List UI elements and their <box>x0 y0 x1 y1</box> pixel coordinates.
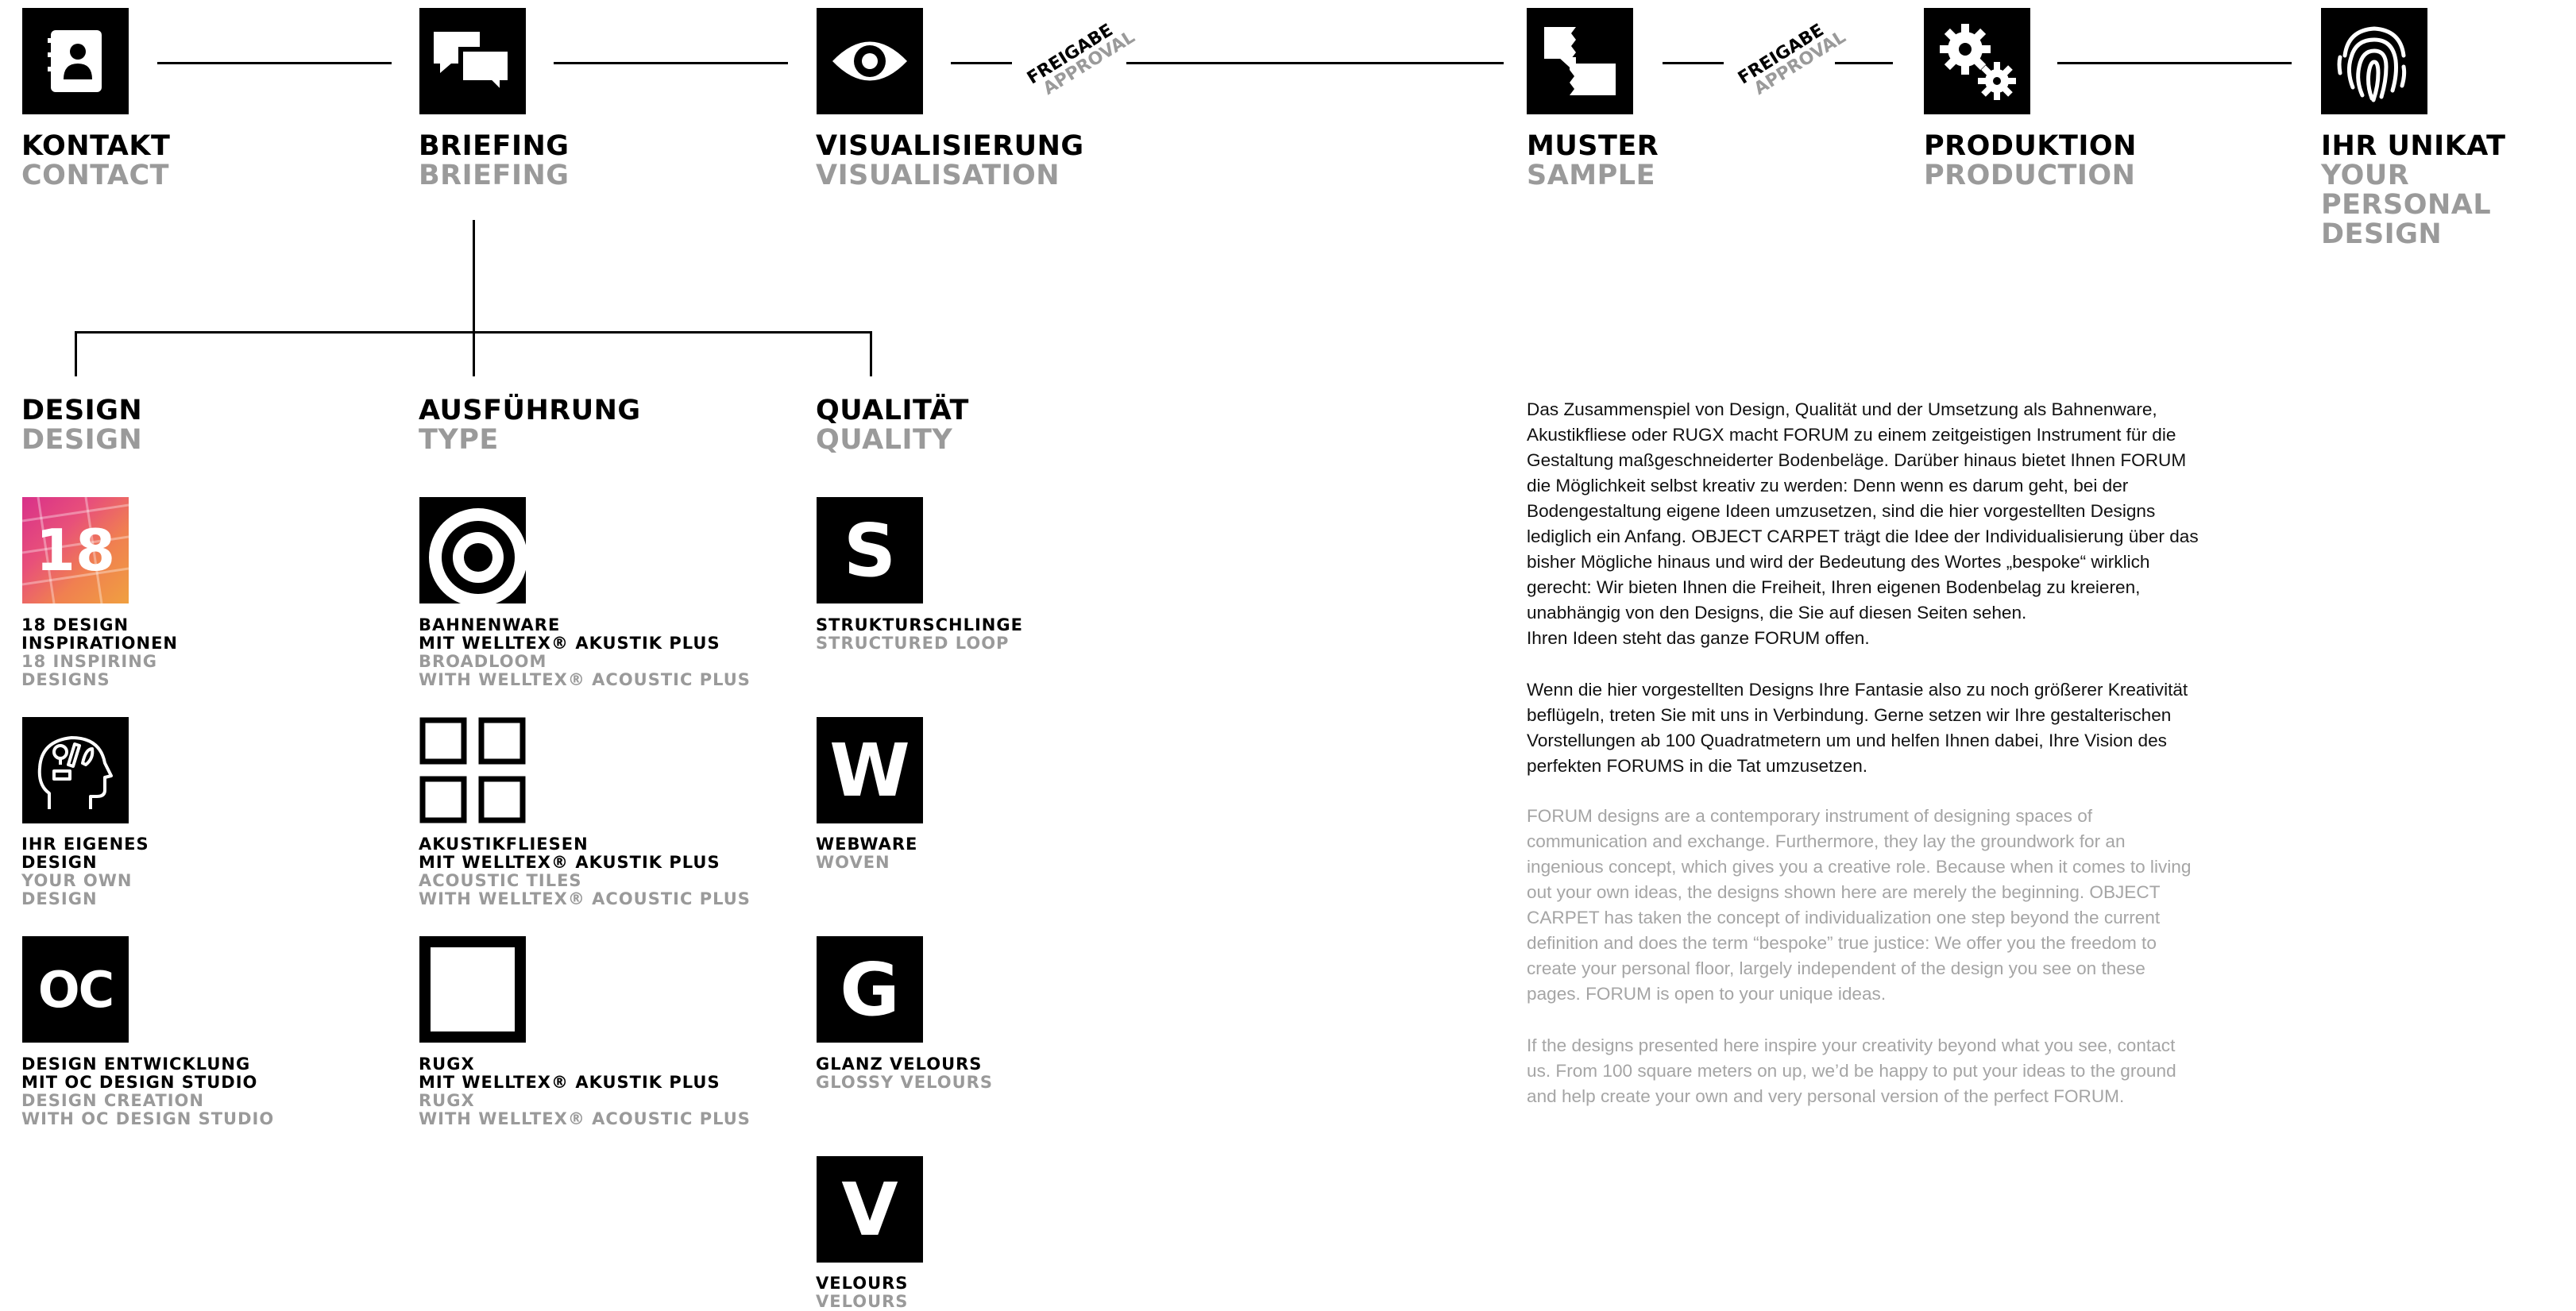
type-item-rugx: RUGX MIT WELLTEX® AKUSTIK PLUS RUGX WITH… <box>419 1055 751 1128</box>
eye-icon <box>817 8 923 114</box>
quality-item-structured-loop: STRUKTURSCHLINGE STRUCTURED LOOP <box>816 615 1023 653</box>
contact-paragraph-de: Wenn die hier vorgestellten Designs Ihre… <box>1527 680 2188 776</box>
fingerprint-icon <box>2321 8 2427 114</box>
connector-line <box>951 62 1012 64</box>
quality-item-woven: WEBWARE WOVEN <box>816 835 918 872</box>
type-item-broadloom: BAHNENWARE MIT WELLTEX® AKUSTIK PLUS BRO… <box>419 615 751 689</box>
tree-connector <box>473 220 475 376</box>
approval-stamp: FREIGABE APPROVAL <box>1023 20 1139 99</box>
quality-item-glossy-velours: GLANZ VELOURS GLOSSY VELOURS <box>816 1055 993 1092</box>
step-personal-design-title: IHR UNIKAT YOUR PERSONAL DESIGN <box>2321 130 2506 250</box>
speech-bubbles-icon <box>419 8 526 114</box>
tree-connector <box>870 331 872 376</box>
letter-s-icon: S <box>817 497 923 603</box>
rug-icon <box>419 936 526 1043</box>
intro-paragraph-en: FORUM designs are a contemporary instrum… <box>1527 806 2192 1004</box>
connector-line <box>157 62 392 64</box>
gears-icon <box>1924 8 2030 114</box>
letter-w-icon: W <box>817 717 923 823</box>
contact-paragraph-en: If the designs presented here inspire yo… <box>1527 1035 2176 1106</box>
letter-v-icon: V <box>817 1156 923 1263</box>
broadloom-roll-icon <box>419 497 526 603</box>
connector-line <box>2057 62 2292 64</box>
connector-line <box>1126 62 1504 64</box>
connector-line <box>1663 62 1724 64</box>
step-production-title: PRODUKTION PRODUCTION <box>1924 130 2137 191</box>
oc-logo-icon: OC <box>22 936 129 1043</box>
contact-book-icon <box>22 8 129 114</box>
category-design-title: DESIGN DESIGN <box>21 395 143 456</box>
type-item-tiles: AKUSTIKFLIESEN MIT WELLTEX® AKUSTIK PLUS… <box>419 835 751 908</box>
inspirations-count-badge: 18 <box>35 517 116 584</box>
tree-connector <box>75 331 77 376</box>
step-visualisation-title: VISUALISIERUNG VISUALISATION <box>816 130 1084 191</box>
approval-stamp: FREIGABE APPROVAL <box>1734 20 1850 99</box>
creative-head-icon <box>22 717 129 823</box>
design-item-own-design: IHR EIGENES DESIGN YOUR OWN DESIGN <box>21 835 149 908</box>
intro-paragraph-de: Das Zusammenspiel von Design, Qualität u… <box>1527 399 2199 648</box>
quality-item-velours: VELOURS VELOURS <box>816 1274 909 1311</box>
step-sample-title: MUSTER SAMPLE <box>1527 130 1659 191</box>
tiles-icon <box>419 717 526 823</box>
category-type-title: AUSFÜHRUNG TYPE <box>419 395 641 456</box>
connector-line <box>554 62 788 64</box>
category-quality-title: QUALITÄT QUALITY <box>816 395 969 456</box>
inspirations-18-icon: 18 <box>22 497 129 603</box>
step-contact-title: KONTAKT CONTACT <box>21 130 171 191</box>
tree-connector <box>75 331 872 334</box>
carpet-sample-icon <box>1527 8 1633 114</box>
design-item-inspirations: 18 DESIGN INSPIRATIONEN 18 INSPIRING DES… <box>21 615 178 689</box>
oc-logo-text: OC <box>37 960 114 1019</box>
step-briefing-title: BRIEFING BRIEFING <box>419 130 570 191</box>
connector-line <box>1835 62 1893 64</box>
letter-g-icon: G <box>817 936 923 1043</box>
design-item-oc-studio: DESIGN ENTWICKLUNG MIT OC DESIGN STUDIO … <box>21 1055 275 1128</box>
